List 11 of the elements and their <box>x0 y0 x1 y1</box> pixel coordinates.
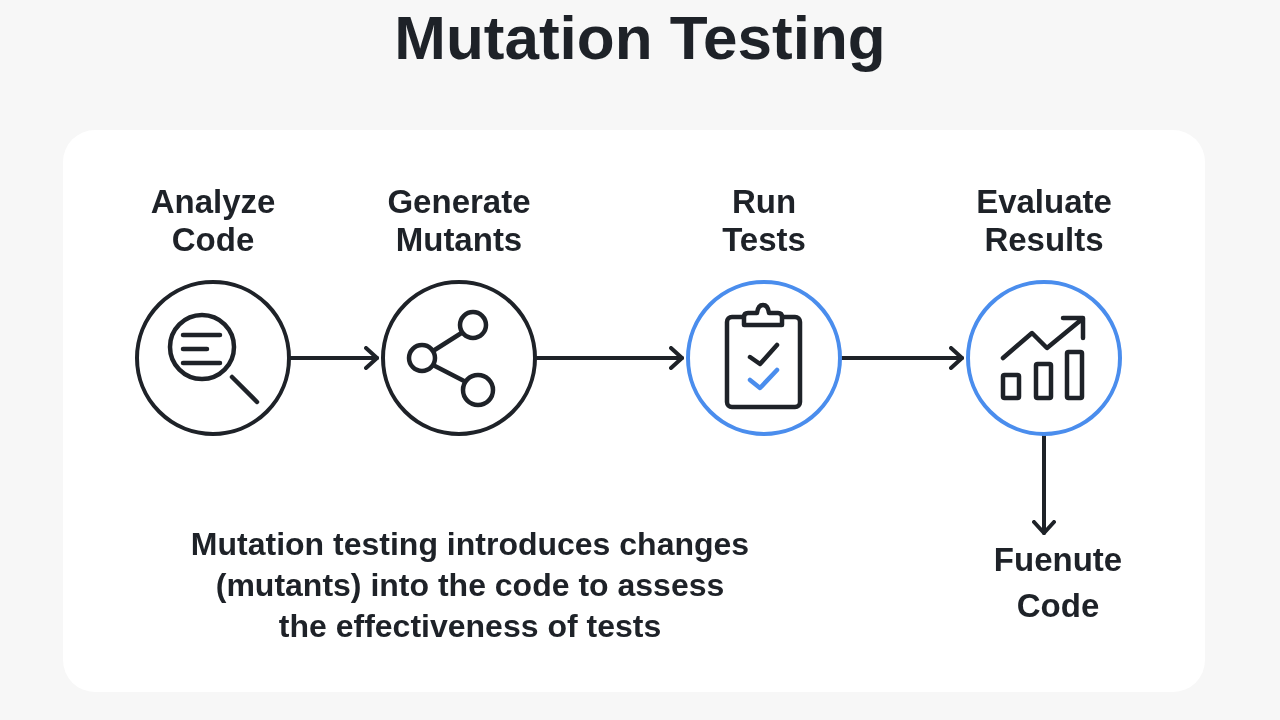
step-title: Analyze Code <box>150 183 276 259</box>
step-title: Run Tests <box>722 183 806 259</box>
arrow <box>840 346 964 370</box>
title: Mutation Testing <box>394 2 886 74</box>
step-title: Fuenute Code <box>993 537 1123 629</box>
arrow <box>289 346 379 370</box>
arrow <box>535 346 684 370</box>
step-title: Generate Mutants <box>387 183 531 259</box>
arrow <box>1032 434 1056 535</box>
caption-text: Mutation testing introduces changes (mutants) into the code to assess the effectiveness of tests <box>189 525 751 646</box>
step-title: Evaluate Results <box>976 183 1112 259</box>
